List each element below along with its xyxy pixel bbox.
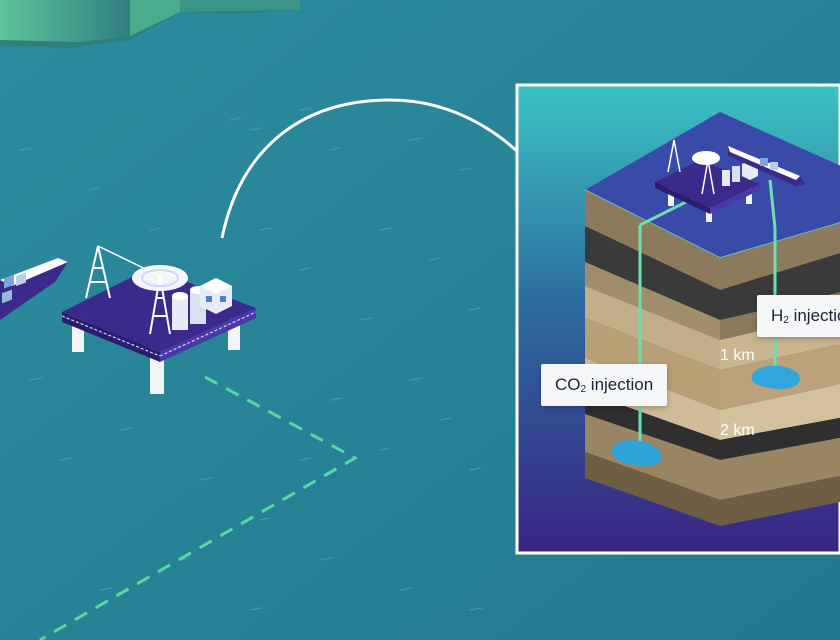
co2-label-subscript: 2	[580, 384, 587, 395]
coastline	[0, 0, 300, 48]
shipping-route	[39, 375, 359, 640]
offshore-platform-icon	[61, 245, 257, 394]
storage-tank-icon	[172, 278, 232, 330]
depth-marker-2km: 2 km	[720, 422, 755, 439]
inset-border	[515, 83, 840, 555]
h2-label-suffix: injection	[793, 306, 840, 325]
co2-label-suffix: injection	[586, 375, 654, 394]
h2-injection-label: H2 injection	[757, 295, 840, 337]
inset-label-clip: H2 injection	[517, 85, 840, 553]
inset-ship-icon	[728, 146, 805, 186]
cargo-ship-icon	[0, 258, 68, 320]
co2-reservoir	[611, 440, 662, 467]
wave-marks	[19, 107, 483, 611]
co2-label-prefix: CO	[555, 375, 581, 394]
h2-reservoir	[751, 365, 800, 390]
depth-marker-1km: 1 km	[720, 347, 755, 364]
co2-injection-label: CO2 injection	[541, 364, 668, 406]
h2-label-subscript: 2	[783, 315, 789, 326]
h2-label-prefix: H	[771, 306, 784, 325]
